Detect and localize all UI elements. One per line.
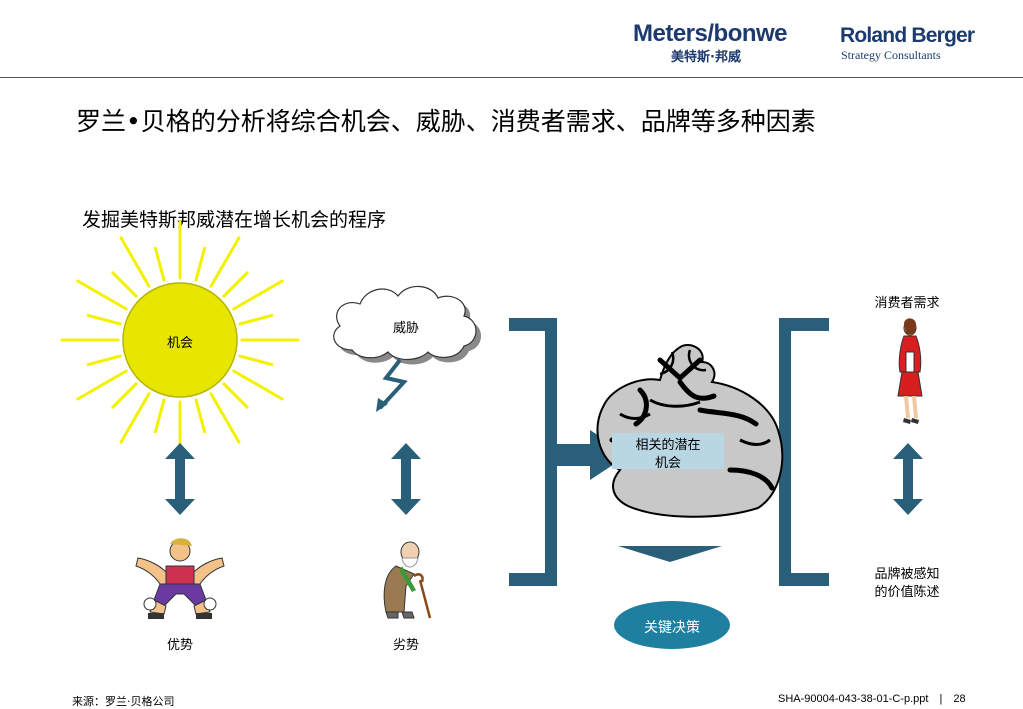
threat-label: 威胁 <box>392 321 419 336</box>
lightning-icon <box>376 358 408 412</box>
sun-ray <box>222 382 249 409</box>
footer-source: 来源：罗兰·贝格公司 <box>72 695 175 708</box>
money-bag-icon <box>596 344 784 518</box>
sun-ray <box>76 279 128 311</box>
double-arrow-icon <box>391 443 421 515</box>
footer-doc-id: SHA-90004-043-38-01-C-p.ppt <box>778 693 929 705</box>
old-man-icon <box>383 541 432 619</box>
meters-bonwe-logo-cn: 美特斯·邦威 <box>671 50 741 65</box>
footer-document-info: SHA-90004-043-38-01-C-p.ppt | 28 <box>778 693 966 705</box>
potential-opportunity-line2: 机会 <box>654 456 681 471</box>
roland-berger-logo: Roland Berger Strategy Consultants <box>840 24 975 64</box>
sun-ray <box>76 369 128 401</box>
sun-ray <box>119 392 151 444</box>
potential-opportunity-line1: 相关的潜在 <box>635 438 701 453</box>
sun-ray <box>111 382 138 409</box>
sun-ray <box>209 236 241 288</box>
sun-ray <box>232 369 284 401</box>
sun-ray <box>86 313 122 326</box>
double-arrow-icon <box>165 443 195 515</box>
sun-icon <box>60 220 300 460</box>
header-divider <box>0 77 1023 78</box>
potential-opportunity-box <box>612 433 724 469</box>
sun-ray <box>111 271 138 298</box>
sun-ray <box>86 354 122 367</box>
weakness-label: 劣势 <box>392 638 419 653</box>
opportunity-label: 机会 <box>166 336 193 351</box>
sun-ray <box>238 313 274 326</box>
sun-ray <box>209 392 241 444</box>
double-arrow-icon <box>893 443 923 515</box>
down-chevron-icon <box>618 546 722 562</box>
sun-ray <box>153 398 166 434</box>
sun-ray <box>238 354 274 367</box>
sun-ray <box>232 279 284 311</box>
brand-value-label-line2: 的价值陈述 <box>874 585 940 600</box>
right-bracket-shape <box>779 318 829 586</box>
brand-value-label-line1: 品牌被感知 <box>874 567 940 582</box>
diagram-subtitle: 发掘美特斯邦威潜在增长机会的程序 <box>82 209 387 231</box>
consumer-demand-label: 消费者需求 <box>874 296 940 311</box>
left-bracket-shape <box>509 318 557 586</box>
page-title: 罗兰•贝格的分析将综合机会、威胁、消费者需求、品牌等多种因素 <box>76 107 816 136</box>
roland-berger-logo-sub: Strategy Consultants <box>841 48 941 62</box>
sun-ray <box>119 236 151 288</box>
meters-bonwe-logo-text: Meters/bonwe <box>633 20 788 47</box>
sun-ray <box>194 246 207 282</box>
key-decision-label: 关键决策 <box>644 620 700 636</box>
key-decision-shape <box>614 601 730 649</box>
roland-berger-logo-name: Roland Berger <box>840 24 975 47</box>
sun-ray <box>194 398 207 434</box>
woman-icon <box>897 318 923 424</box>
footer-page-number: 28 <box>953 693 966 705</box>
sun-ray <box>153 246 166 282</box>
strongman-icon <box>135 538 225 619</box>
cloud-icon <box>333 285 481 365</box>
meters-bonwe-logo: Meters/bonwe 美特斯·邦威 <box>633 20 808 65</box>
strength-label: 优势 <box>166 638 193 653</box>
sun-ray <box>222 271 249 298</box>
right-pointing-arrow <box>556 430 628 480</box>
footer-separator: | <box>939 693 943 705</box>
